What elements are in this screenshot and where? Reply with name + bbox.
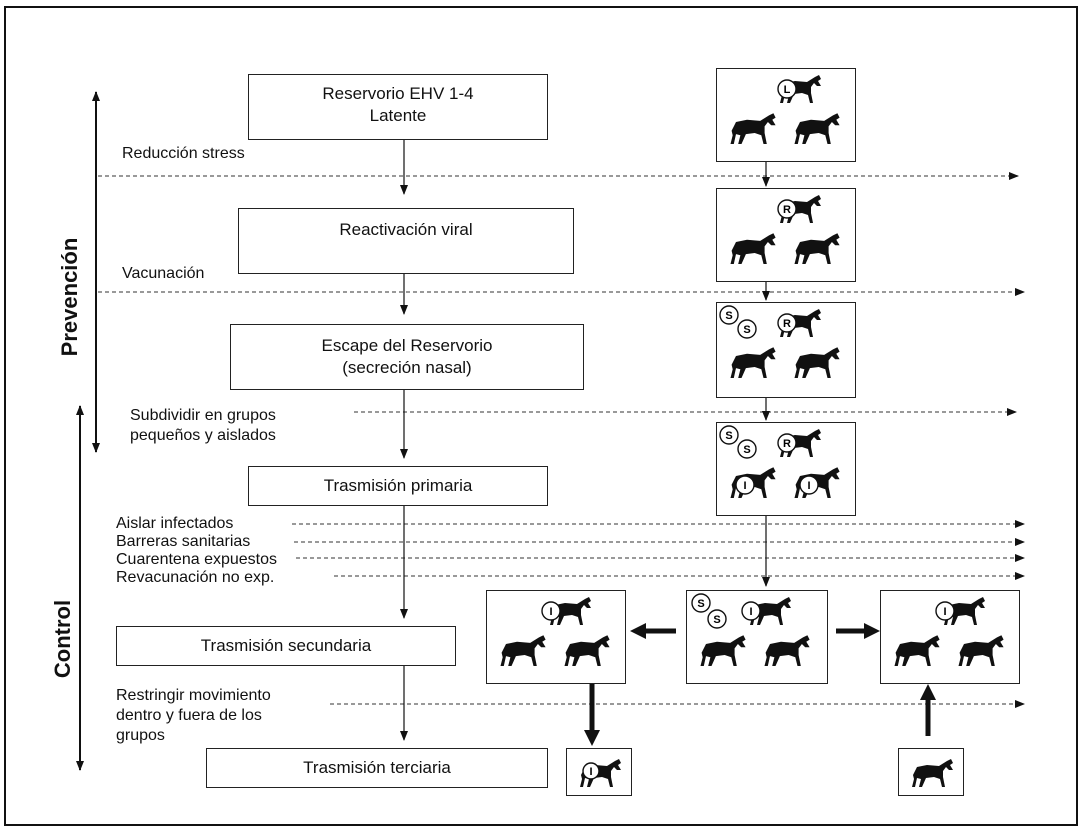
infected-marker: I bbox=[741, 601, 761, 621]
herd-shedding-box-art: SS R bbox=[719, 305, 840, 378]
stage-escape: Escape del Reservorio (secreción nasal) bbox=[230, 324, 584, 390]
shedding-marker: S bbox=[707, 609, 727, 629]
stage-reservorio-line1: Reservorio EHV 1-4 bbox=[322, 84, 474, 103]
horse-icon bbox=[764, 635, 810, 666]
measure-aislar: Aislar infectados bbox=[116, 515, 234, 532]
svg-text:R: R bbox=[783, 204, 791, 216]
reactivated-marker: R bbox=[777, 199, 797, 219]
measure-restringir: Restringir movimiento dentro y fuera de … bbox=[116, 686, 271, 746]
horse-icon bbox=[944, 597, 985, 625]
horse-icon bbox=[730, 347, 776, 378]
stage-escape-line2: (secreción nasal) bbox=[342, 358, 472, 377]
stage-terciaria: Trasmisión terciaria bbox=[206, 748, 548, 788]
horse-icon bbox=[564, 635, 610, 666]
measure-subdividir-line2: pequeños y aislados bbox=[130, 427, 276, 444]
tertiary-healthy-horse-box bbox=[898, 748, 964, 796]
infected-marker: I bbox=[541, 601, 561, 621]
herd-secondary-right-box: I bbox=[880, 590, 1020, 684]
horse-icon bbox=[794, 113, 840, 144]
svg-text:I: I bbox=[743, 480, 746, 492]
infected-marker: I bbox=[582, 762, 600, 780]
infected-marker: I bbox=[935, 601, 955, 621]
herd-latent-box: L bbox=[716, 68, 856, 162]
reactivated-marker: R bbox=[777, 313, 797, 333]
horse-icon bbox=[894, 635, 940, 666]
svg-text:S: S bbox=[725, 430, 732, 442]
measure-restringir-line1: Restringir movimiento bbox=[116, 687, 271, 704]
measure-vacunacion: Vacunación bbox=[122, 265, 205, 282]
horse-icon bbox=[730, 233, 776, 264]
stage-primaria-label: Trasmisión primaria bbox=[323, 476, 473, 495]
horse-icon bbox=[700, 635, 746, 666]
herd-secondary-right-box-art: I bbox=[894, 597, 1004, 666]
infected-marker: I bbox=[799, 475, 819, 495]
shedding-marker: S bbox=[691, 593, 711, 613]
tertiary-healthy-horse-box-art bbox=[912, 759, 953, 787]
svg-text:S: S bbox=[743, 324, 750, 336]
measure-cuarentena: Cuarentena expuestos bbox=[116, 551, 277, 568]
herd-center-box-art: SS I bbox=[691, 593, 810, 666]
measure-subdividir: Subdividir en grupos pequeños y aislados bbox=[130, 406, 276, 446]
measure-restringir-line3: grupos bbox=[116, 727, 165, 744]
reactivated-marker: R bbox=[777, 433, 797, 453]
horse-icon bbox=[958, 635, 1004, 666]
svg-text:I: I bbox=[549, 606, 552, 618]
measure-barreras: Barreras sanitarias bbox=[116, 533, 251, 550]
herd-secondary-left-box-art: I bbox=[500, 597, 610, 666]
herd-latent-box-art: L bbox=[730, 75, 840, 144]
svg-text:I: I bbox=[749, 606, 752, 618]
herd-reactivated-box-art: R bbox=[730, 195, 840, 264]
svg-text:S: S bbox=[743, 444, 750, 456]
svg-text:S: S bbox=[697, 598, 704, 610]
horse-icon bbox=[730, 113, 776, 144]
tertiary-infected-horse-box-art: I bbox=[580, 759, 621, 787]
latent-marker: L bbox=[777, 79, 797, 99]
svg-text:R: R bbox=[783, 438, 791, 450]
herd-primary-infection-box-art: SS R I I bbox=[719, 425, 840, 498]
measure-subdividir-line1: Subdividir en grupos bbox=[130, 407, 276, 424]
horse-icon bbox=[794, 233, 840, 264]
tertiary-infected-horse-box: I bbox=[566, 748, 632, 796]
control-label: Control bbox=[50, 599, 75, 679]
stage-reservorio-line2: Latente bbox=[369, 106, 427, 125]
stage-secundaria: Trasmisión secundaria bbox=[116, 626, 456, 666]
measure-revacunacion: Revacunación no exp. bbox=[116, 569, 275, 586]
stage-primaria: Trasmisión primaria bbox=[248, 466, 548, 506]
measure-restringir-line2: dentro y fuera de los bbox=[116, 707, 262, 724]
horse-icon bbox=[500, 635, 546, 666]
prevencion-label: Prevención bbox=[57, 237, 82, 357]
stage-terciaria-label: Trasmisión terciaria bbox=[303, 758, 451, 777]
svg-text:S: S bbox=[725, 310, 732, 322]
stage-reactivacion: Reactivación viral bbox=[238, 208, 574, 274]
herd-reactivated-box: R bbox=[716, 188, 856, 282]
horse-icon bbox=[750, 597, 791, 625]
svg-text:I: I bbox=[807, 480, 810, 492]
svg-text:I: I bbox=[943, 606, 946, 618]
horse-icon bbox=[794, 347, 840, 378]
horse-icon bbox=[912, 759, 953, 787]
svg-text:I: I bbox=[589, 766, 592, 778]
stage-reservorio: Reservorio EHV 1-4 Latente bbox=[248, 74, 548, 140]
stage-escape-line1: Escape del Reservorio bbox=[321, 336, 493, 355]
measure-reduccion-stress: Reducción stress bbox=[122, 145, 245, 162]
diagram-frame bbox=[4, 6, 1078, 826]
horse-icon bbox=[550, 597, 591, 625]
shedding-marker: S bbox=[719, 425, 739, 445]
shedding-marker: S bbox=[719, 305, 739, 325]
stage-secundaria-label: Trasmisión secundaria bbox=[200, 636, 372, 655]
shedding-marker: S bbox=[737, 439, 757, 459]
svg-text:R: R bbox=[783, 318, 791, 330]
shedding-marker: S bbox=[737, 319, 757, 339]
infected-marker: I bbox=[735, 475, 755, 495]
herd-secondary-left-box: I bbox=[486, 590, 626, 684]
svg-text:L: L bbox=[784, 84, 791, 96]
stage-reactivacion-label: Reactivación viral bbox=[339, 220, 473, 239]
svg-text:S: S bbox=[713, 614, 720, 626]
